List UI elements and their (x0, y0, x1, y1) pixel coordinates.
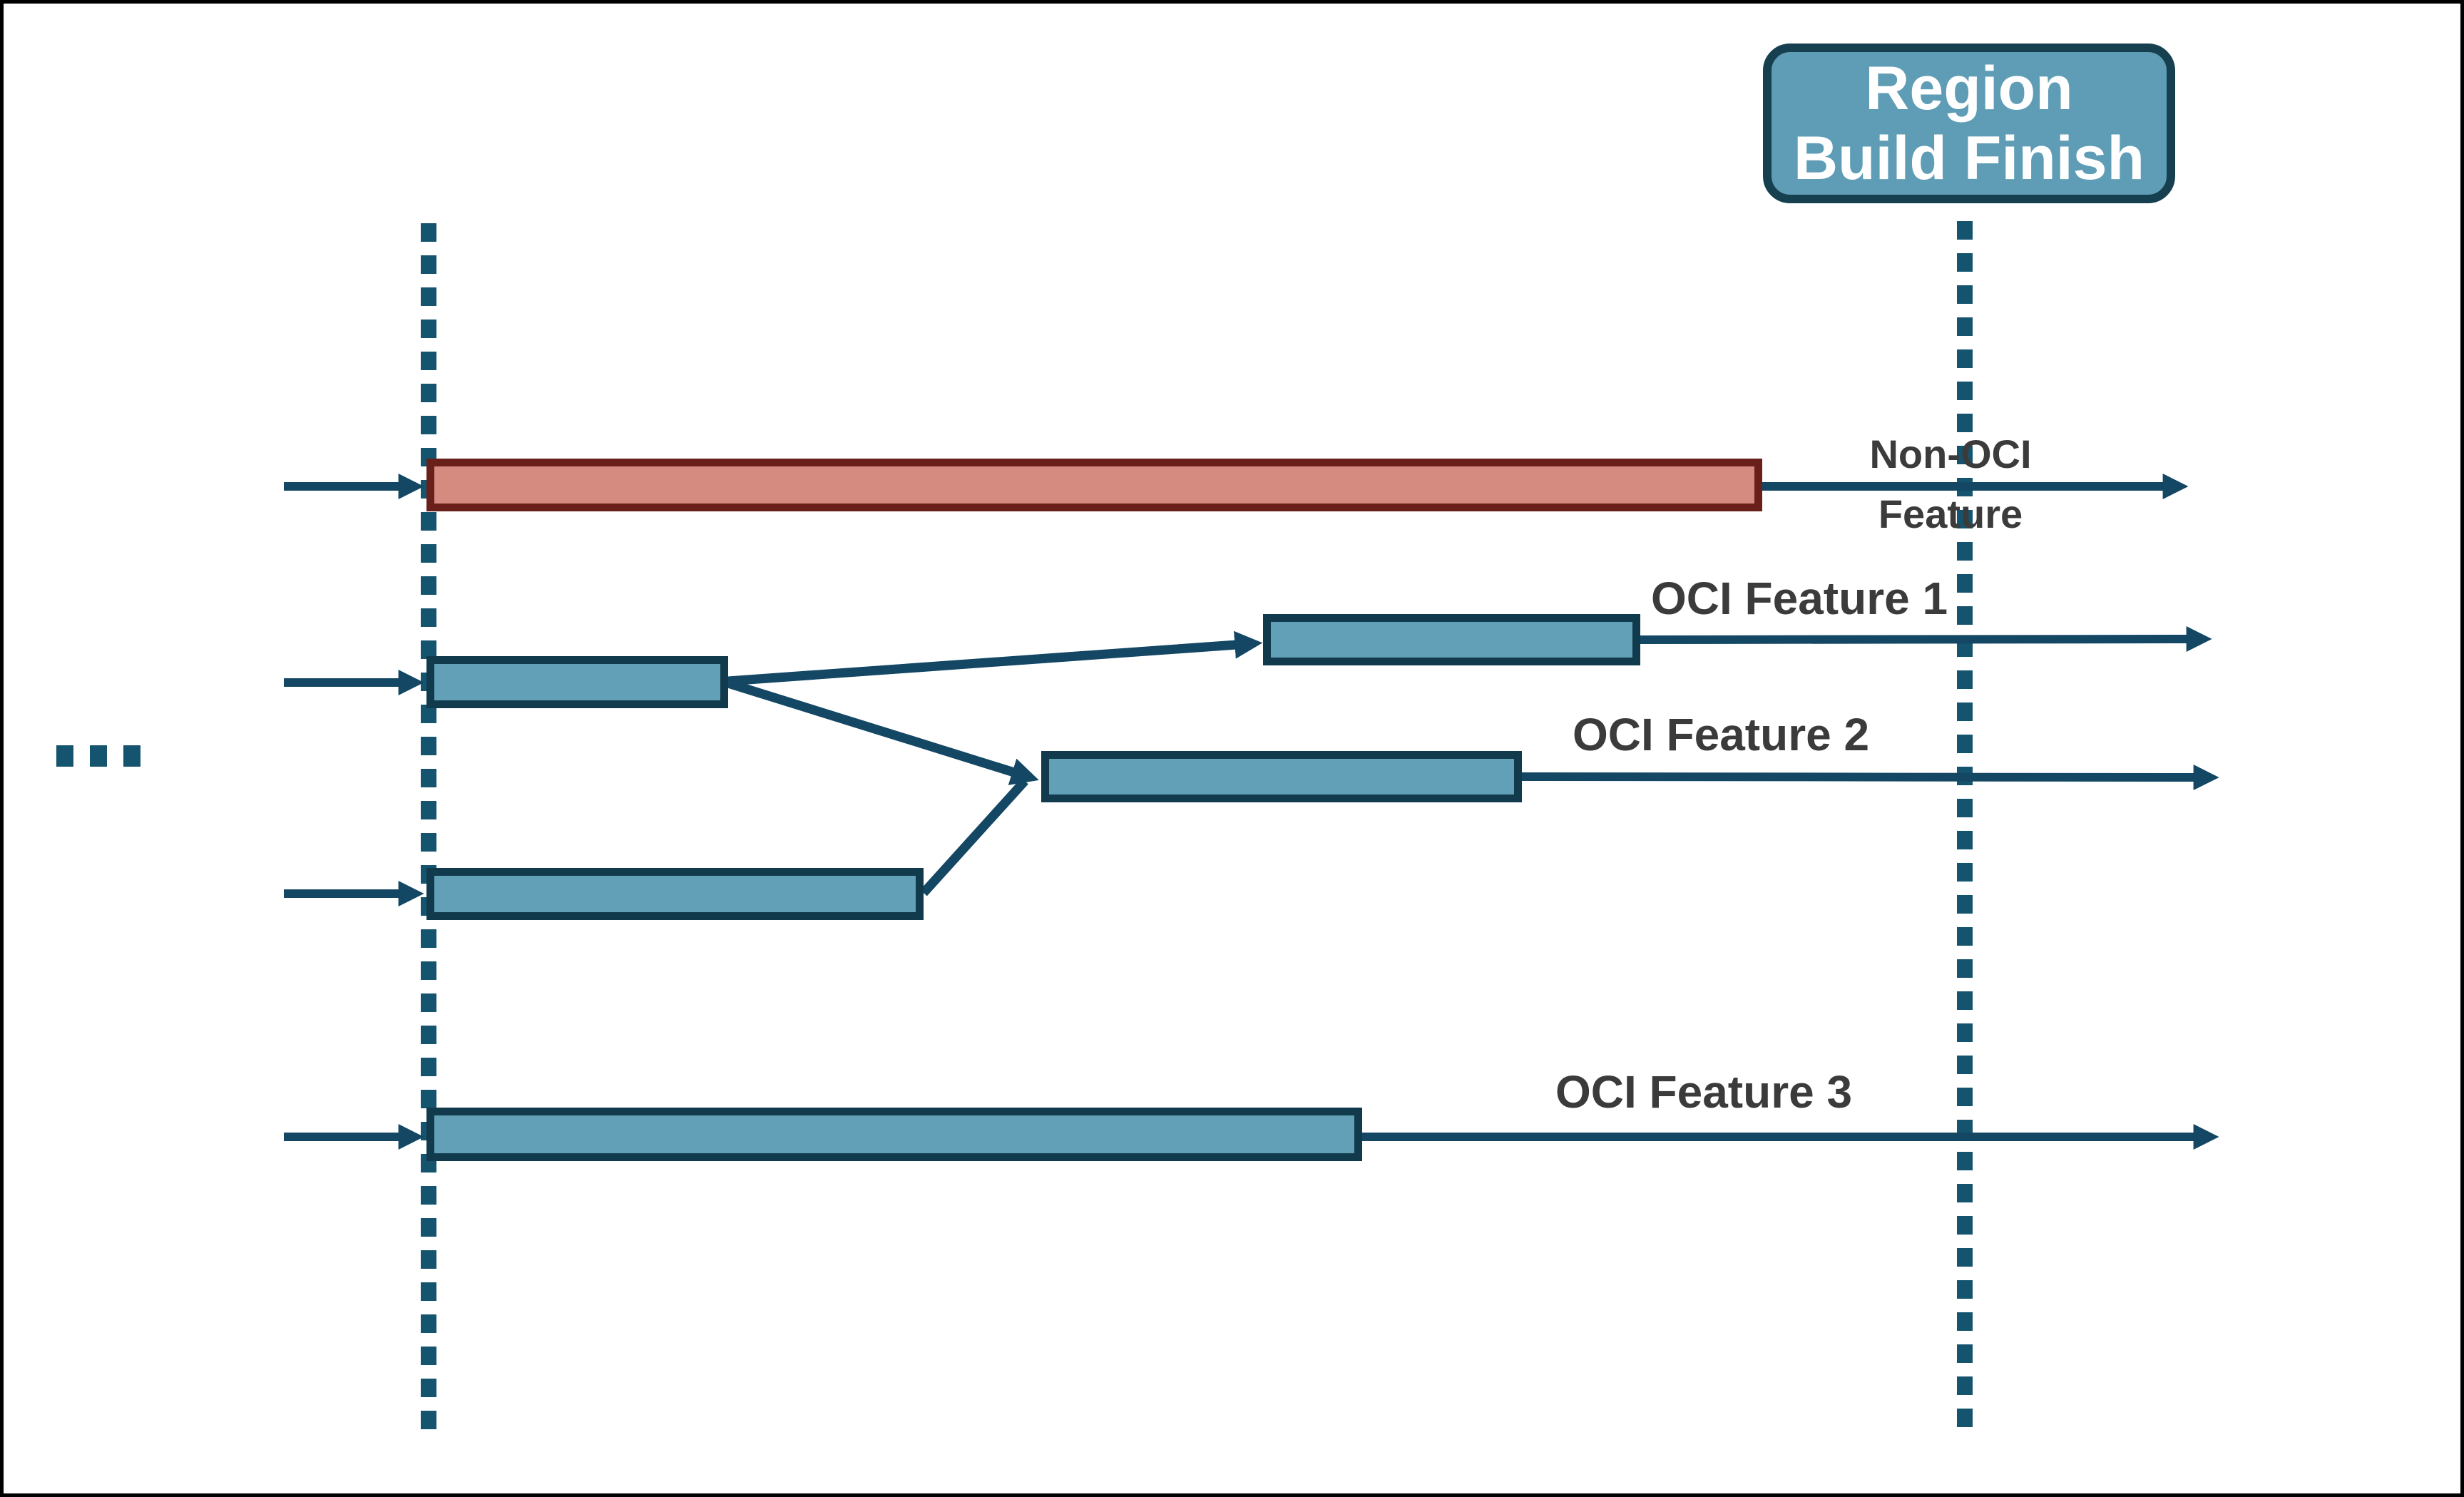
connector-split-to-feature-2 (727, 678, 1039, 785)
connector-split-to-feature-1 (727, 630, 1263, 686)
oci-work-bar-upper (426, 656, 728, 708)
non-oci-feature-label: Non-OCI Feature (1701, 424, 2200, 544)
oci-feature-1-bar (1263, 614, 1640, 665)
oci-feature-3-bar (426, 1108, 1362, 1161)
oci-feature-1-label: OCI Feature 1 (1650, 573, 1948, 624)
connector-merge-to-feature-2 (920, 777, 1028, 896)
non-oci-feature-label-line2: Feature (1878, 491, 2023, 536)
milestone-line2: Build Finish (1793, 124, 2145, 193)
oci-feature-2-bar (1041, 751, 1522, 802)
ellipsis-icon (56, 745, 140, 767)
oci-work-bar-lower (426, 868, 924, 920)
milestone-line1: Region (1865, 54, 2073, 123)
non-oci-feature-bar (426, 459, 1762, 511)
oci-feature-2-label: OCI Feature 2 (1572, 709, 1870, 760)
timeline-arrow-oci-feature-1 (1640, 626, 2212, 653)
region-build-finish-milestone: Region Build Finish (1763, 44, 2175, 203)
ellipsis-dot (90, 745, 107, 767)
ellipsis-dot (123, 745, 140, 767)
oci-feature-3-label: OCI Feature 3 (1555, 1066, 1853, 1118)
non-oci-feature-label-line1: Non-OCI (1869, 431, 2032, 476)
arrow-layer (284, 474, 2219, 1150)
ellipsis-dot (56, 745, 73, 767)
